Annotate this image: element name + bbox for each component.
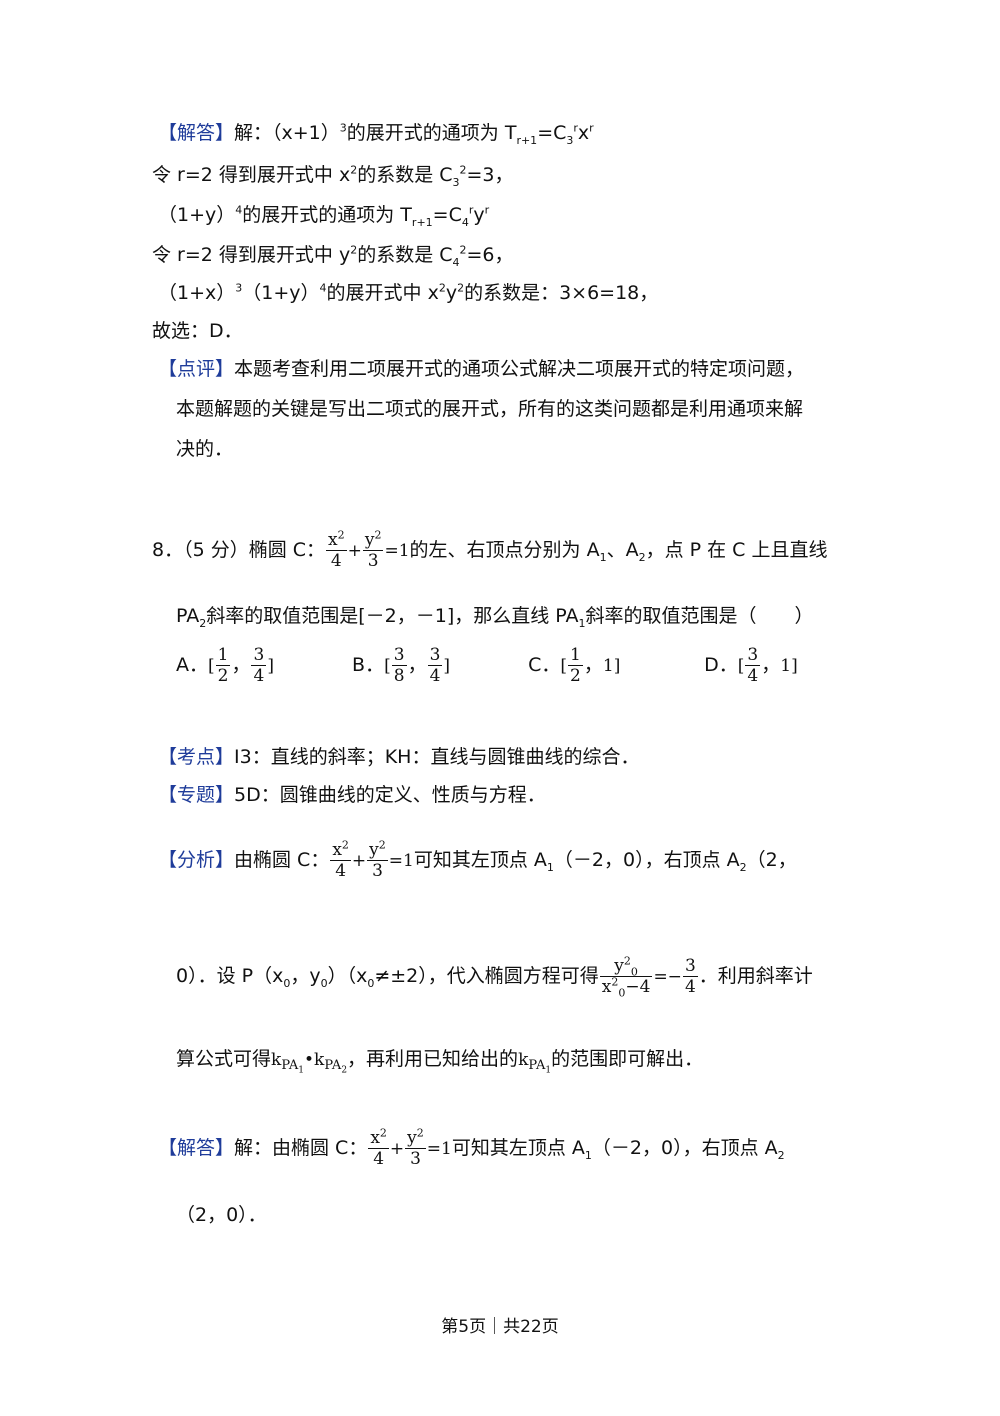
comment-tag: 【点评】: [158, 358, 235, 380]
sol7-line-3: （1+y）4的展开式的通项为 Tr+1=C4ryr: [158, 203, 490, 229]
q8-line-2: PA2斜率的取值范围是[－2，－1]，那么直线 PA1斜率的取值范围是（ ）: [176, 605, 814, 630]
sol7-line-5: （1+x）3（1+y）4的展开式中 x2y2的系数是：3×6=18，: [158, 281, 659, 304]
sol8-line-2: （2，0）．: [176, 1204, 267, 1226]
sol7-line-1: 【解答】解：（x+1）3的展开式的通项为 Tr+1=C3rxr: [158, 121, 594, 147]
answer-tag: 【解答】: [158, 122, 235, 144]
kaodian-tag: 【考点】: [158, 746, 235, 768]
k-pa1-range: kPA1: [518, 1050, 552, 1076]
page-footer: 第5页｜共22页: [441, 1317, 559, 1337]
sol7-line-4: 令 r=2 得到展开式中 y2的系数是 C42=6，: [152, 243, 514, 269]
fenxi-tag: 【分析】: [158, 849, 235, 871]
kaodian-line: 【考点】I3：直线的斜率；KH：直线与圆锥曲线的综合．: [158, 746, 640, 768]
fenxi-line-3: 算公式可得kPA1•kPA2，再利用已知给出的kPA1的范围即可解出．: [176, 1048, 704, 1076]
comment7-line-1: 【点评】本题考查利用二项展开式的通项公式解决二项展开式的特定项问题，: [158, 358, 805, 380]
k-pa2: kPA2: [314, 1050, 348, 1076]
sol7-line-2: 令 r=2 得到展开式中 x2的系数是 C32=3，: [152, 163, 514, 189]
zhuanti-tag: 【专题】: [158, 784, 235, 806]
comment7-line-2: 本题解题的关键是写出二项式的展开式，所有的这类问题都是利用通项来解: [176, 398, 804, 420]
sol7-line-6: 故选：D．: [152, 320, 243, 342]
k-pa1: kPA1: [271, 1050, 305, 1076]
zhuanti-line: 【专题】5D：圆锥曲线的定义、性质与方程．: [158, 784, 546, 806]
answer-tag-8: 【解答】: [158, 1137, 235, 1159]
comment7-line-3: 决的．: [176, 438, 234, 460]
